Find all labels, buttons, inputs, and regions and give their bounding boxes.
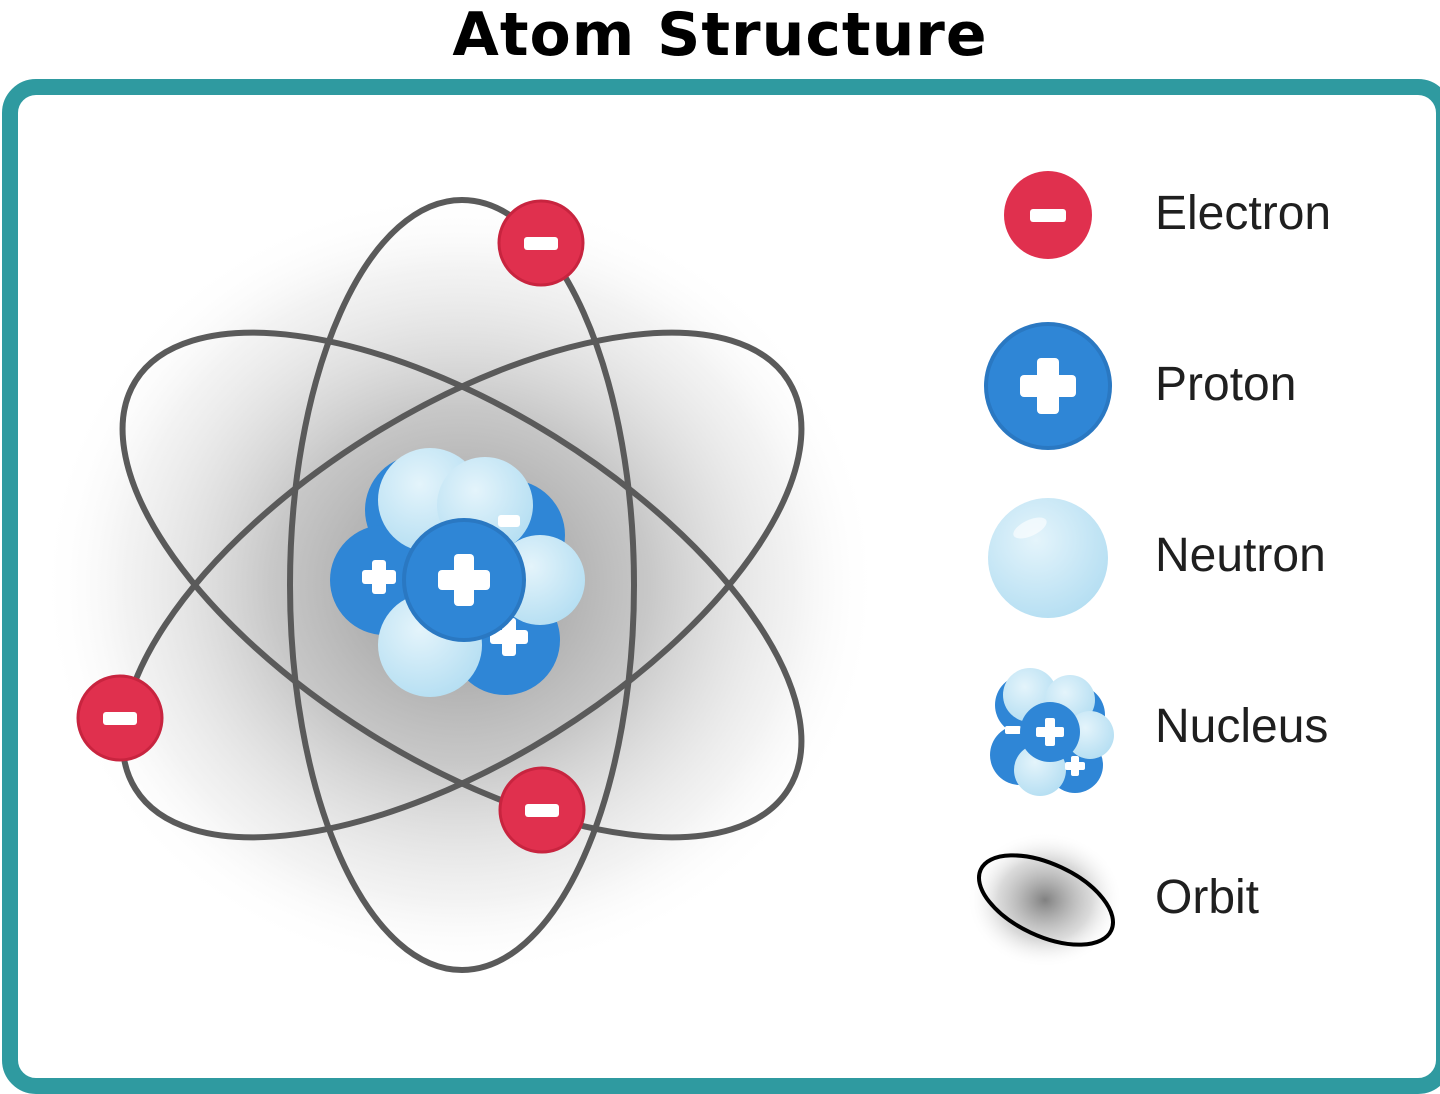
- legend-label-nucleus: Nucleus: [1155, 700, 1329, 753]
- electron-bottom: [498, 766, 586, 854]
- legend-label-neutron: Neutron: [1155, 529, 1326, 582]
- legend-label-proton: Proton: [1155, 358, 1297, 411]
- nucleus: [330, 448, 585, 697]
- orbit-diagonal-down: [119, 329, 805, 841]
- electron-icon: [1004, 171, 1092, 259]
- orbit-diagonal-up: [119, 329, 805, 841]
- nucleus-icon: [990, 668, 1114, 796]
- proton-icon: [984, 322, 1112, 450]
- neutron-icon: [988, 498, 1108, 618]
- electron-left: [76, 674, 164, 762]
- electron-top: [497, 199, 585, 287]
- diagram-title: Atom Structure: [452, 0, 988, 70]
- orbit-vertical: [287, 197, 637, 973]
- legend-label-electron: Electron: [1155, 187, 1332, 240]
- orbits: [119, 197, 805, 973]
- orbit-icon: [967, 832, 1123, 968]
- legend-label-orbit: Orbit: [1155, 871, 1260, 924]
